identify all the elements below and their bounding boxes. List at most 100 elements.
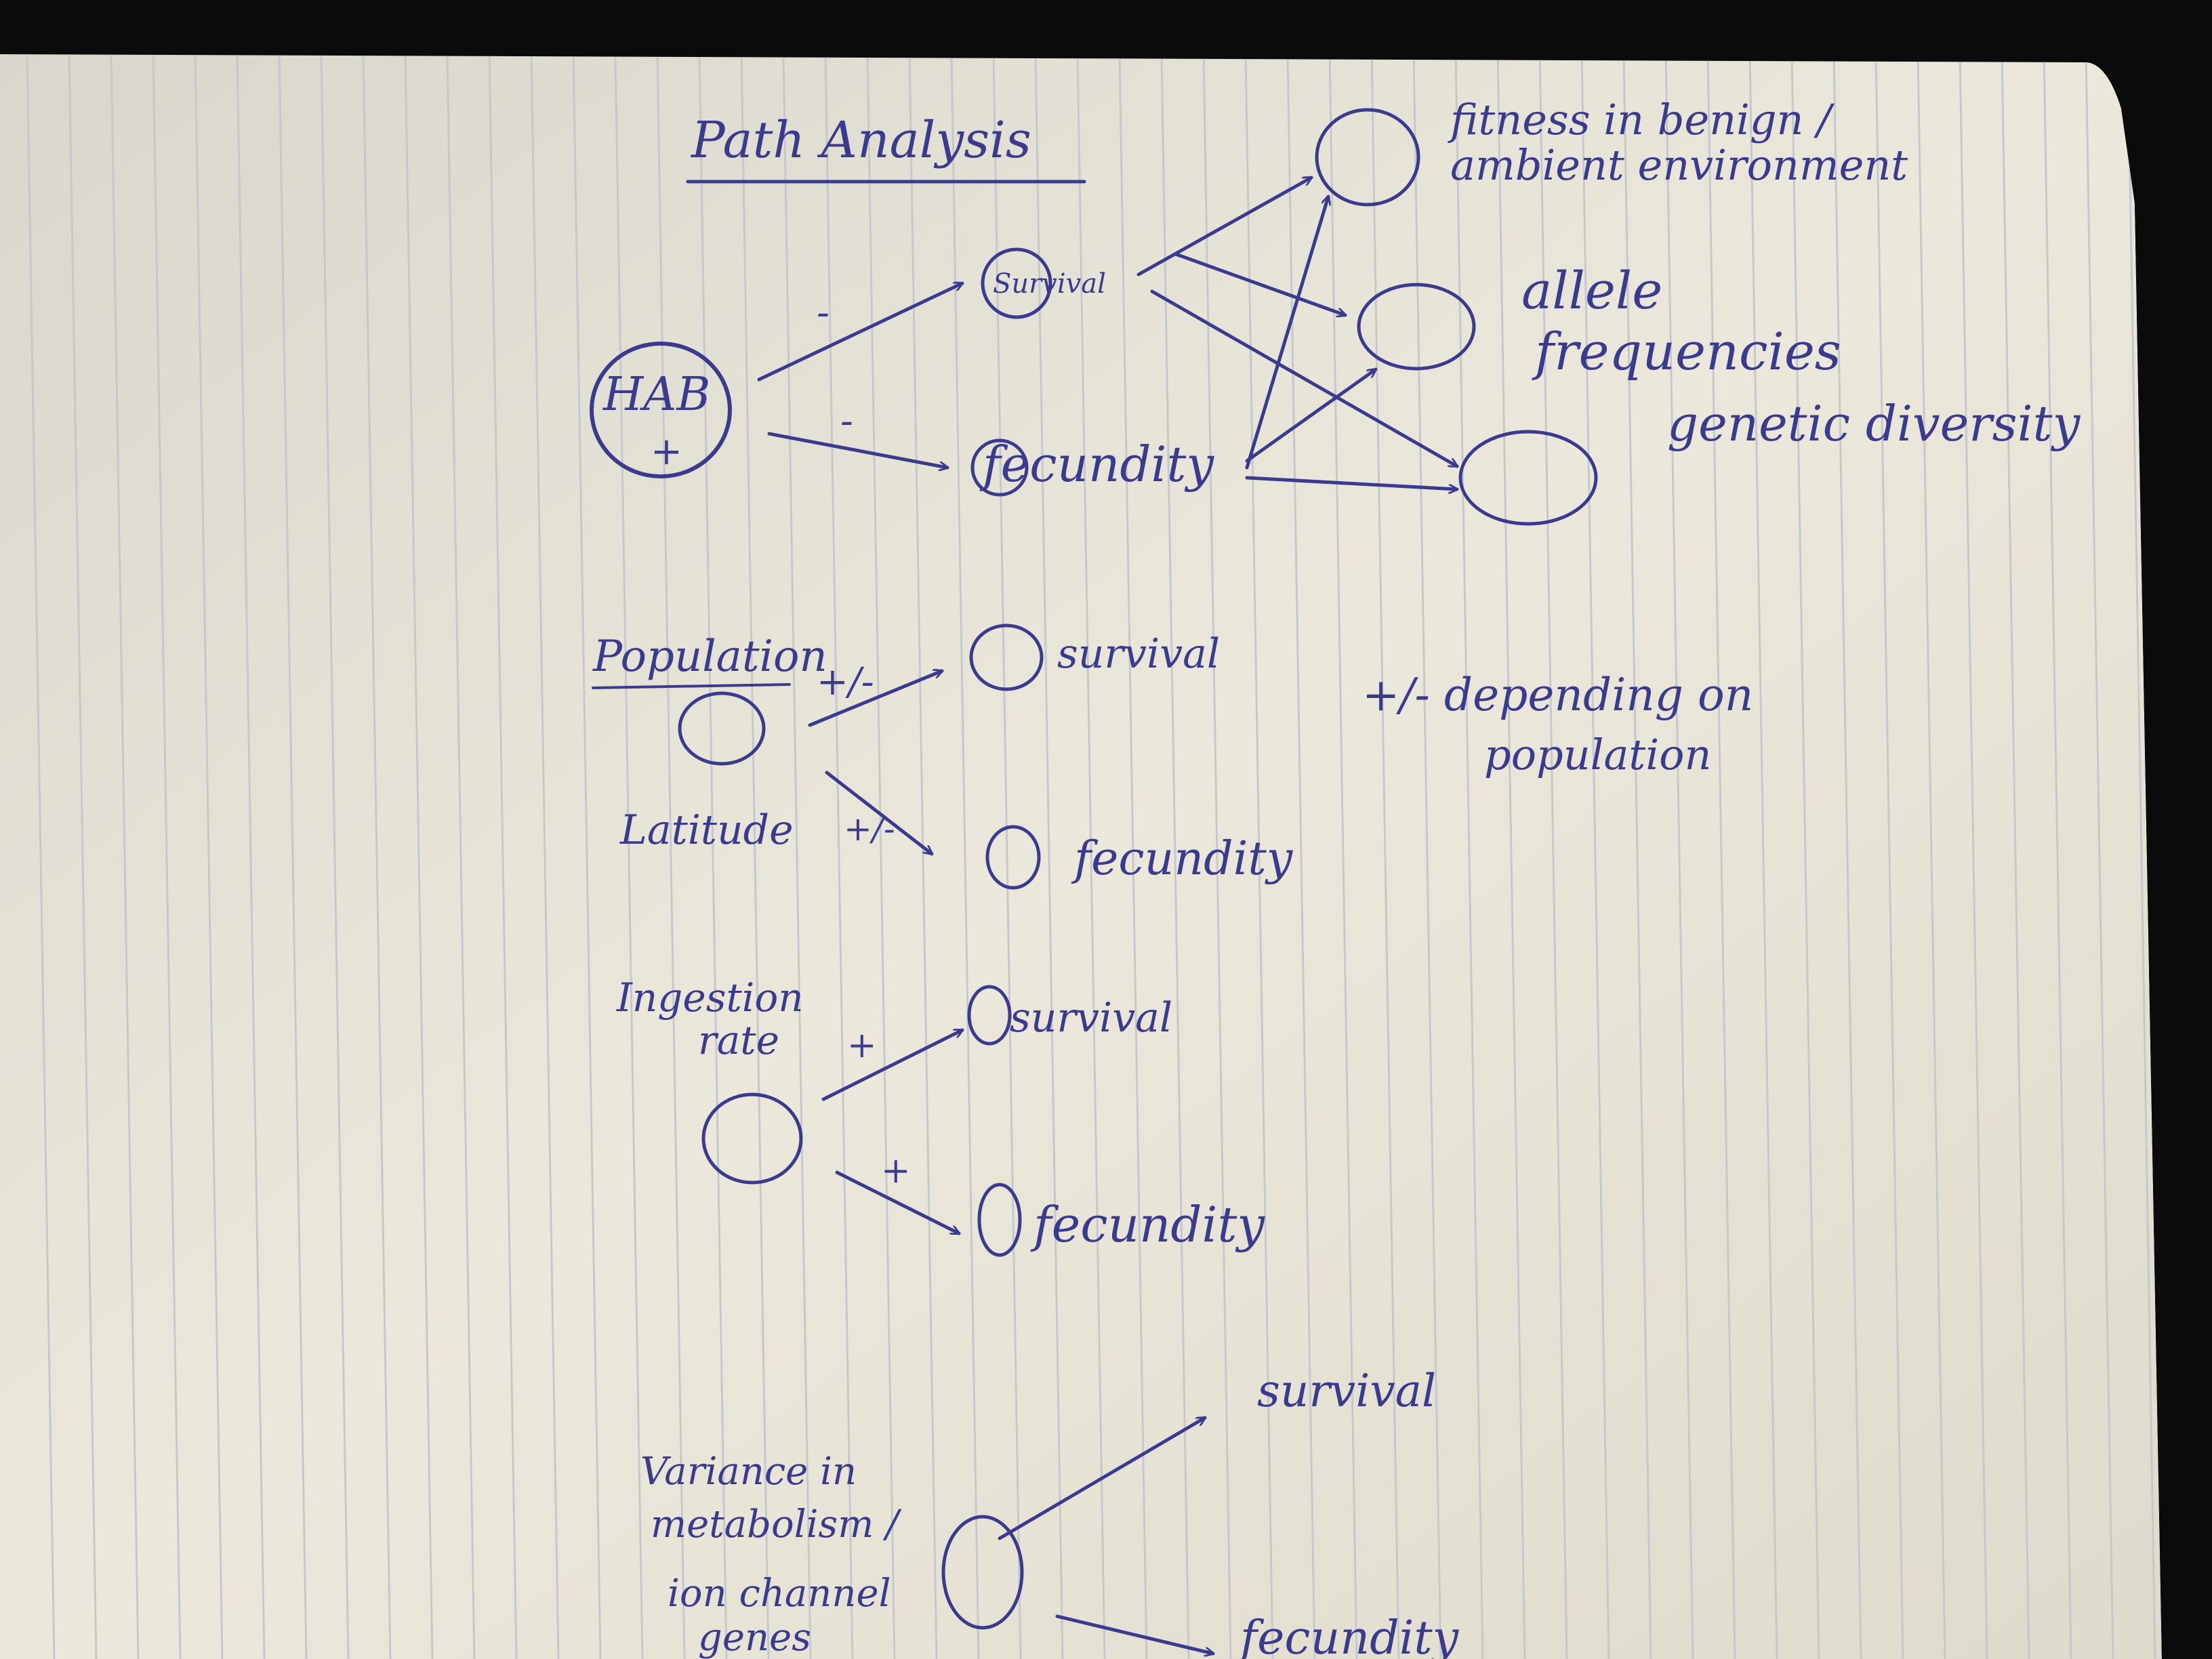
fitness-label-line1: fitness in benign / [1448,95,1835,144]
ruled-line [1454,54,1484,1659]
ruled-line [1496,54,1526,1659]
ruled-line [698,54,728,1659]
ruled-line [2127,54,2156,1659]
edge-hab-fecundity-sign: - [840,399,853,443]
ing-survival-node [967,985,1012,1046]
allele-label-line1: allele [1521,260,1662,321]
ruled-line [1748,54,1778,1659]
desk-edge [2101,0,2212,1659]
fitness-node [1315,108,1420,207]
var-fecundity-label: fecundity [1237,1612,1460,1659]
ruled-line [26,54,56,1659]
ingestion-node [701,1092,803,1185]
variance-label-line2: metabolism / [651,1502,902,1547]
note-line2: population [1484,730,1711,779]
edge-ingestion-survival-sign: + [847,1025,877,1066]
ruled-line [362,54,392,1659]
edge-survival-fitness [1136,176,1311,276]
diagram-population: Population Latitude +/- +/- survival fec… [592,623,1753,890]
allele-label-line2: frequencies [1532,321,1841,382]
edge-hab-survival-sign: - [817,291,830,335]
ruled-line [1622,54,1652,1659]
edge-latitude-fecundity [825,771,932,854]
edge-fecundity-diversity [1245,476,1459,489]
ruled-line [1790,54,1820,1659]
edge-survival-allele [1174,252,1345,315]
variance-label-line1: Variance in [640,1450,857,1494]
ruled-line [530,54,560,1659]
edge-fecundity-fitness [1245,197,1328,470]
edge-ingestion-survival [821,1028,962,1101]
var-survival-label: survival [1257,1365,1436,1417]
pop-survival-label: survival [1057,630,1220,678]
ruled-line [68,54,98,1659]
fecundity-node [970,438,1029,497]
ruled-line [1118,54,1148,1659]
hab-label: HAB [602,368,710,422]
variance-label-line3: ion channel [668,1572,891,1616]
ruled-line [824,54,854,1659]
ruled-line [1917,54,1946,1659]
pop-fecundity-node [985,825,1041,890]
edge-survival-diversity [1150,289,1457,468]
allele-node [1357,283,1476,371]
pop-fecundity-label: fecundity [1071,832,1294,886]
ruled-line [1538,54,1568,1659]
ruled-line [152,54,182,1659]
edge-variance-fecundity [1055,1614,1213,1654]
ruled-line [194,54,224,1659]
edge-hab-survival [757,281,962,382]
hab-sign: + [651,430,682,474]
population-node [678,691,766,766]
edge-variance-survival [998,1416,1205,1540]
note-line1: +/- depending on [1362,669,1753,721]
variance-label-line4: genes [698,1616,811,1659]
ruled-line [2043,54,2072,1659]
ruled-lines [26,54,2156,1659]
ruled-line [1664,54,1694,1659]
edge-population-survival-sign: +/- [817,660,874,704]
survival-node-label: Survival [993,268,1106,300]
ing-fecundity-node [977,1183,1022,1257]
ruled-line [1370,54,1400,1659]
ruled-line [1076,54,1106,1659]
ruled-line [1244,54,1274,1659]
ruled-line [782,54,812,1659]
ruled-line [572,54,602,1659]
diversity-node [1458,430,1598,526]
paper-sheet [0,54,2162,1659]
ruled-line [950,54,980,1659]
ing-survival-label: survival [1010,994,1172,1042]
ingestion-label-line2: rate [698,1017,779,1063]
diagram-hab: HAB + Survival fecundity fitness in beni… [590,95,2081,526]
ruled-line [1160,54,1190,1659]
edge-fecundity-allele [1245,369,1376,463]
ruled-line [1706,54,1736,1659]
ruled-line [1328,54,1358,1659]
ruled-line [992,54,1022,1659]
population-label: Population [592,632,827,682]
ruled-line [320,54,350,1659]
diversity-label: genetic diversity [1667,395,2081,452]
ingestion-label-line1: Ingestion [616,975,804,1021]
ruled-line [404,54,434,1659]
ruled-line [1875,54,1904,1659]
edge-hab-fecundity [767,432,947,468]
page-title: Path Analysis [690,111,1031,169]
latitude-label: Latitude [619,806,794,854]
edge-ingestion-fecundity [835,1170,959,1235]
pop-survival-node [969,623,1044,691]
fecundity-node-label: fecundity [979,436,1214,493]
ruled-line [1034,54,1064,1659]
ruled-line [446,54,476,1659]
variance-node [941,1515,1024,1630]
ruled-line [614,54,644,1659]
ruled-line [866,54,896,1659]
ruled-line [110,54,140,1659]
ruled-line [2085,54,2114,1659]
ruled-line [236,54,266,1659]
fitness-label-line2: ambient environment [1450,140,1908,190]
edge-ingestion-fecundity-sign: + [881,1151,911,1191]
population-underline [592,683,791,689]
